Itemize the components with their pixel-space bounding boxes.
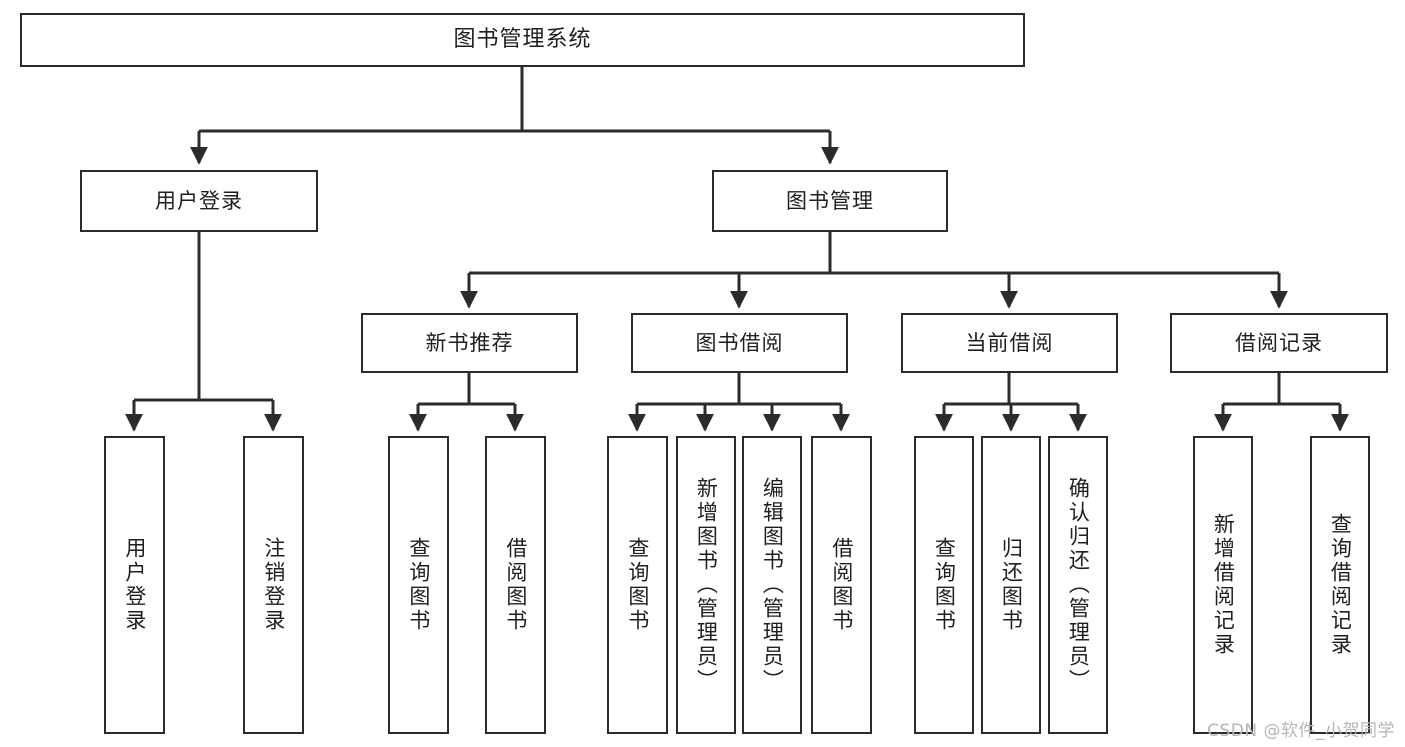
node-leaf-record-query-record[interactable]: 查询借阅记录: [1310, 436, 1370, 734]
node-label: 查询图书: [932, 537, 957, 633]
node-root-book-management-system[interactable]: 图书管理系统: [20, 13, 1025, 67]
node-label: 编辑图书（管理员）: [760, 477, 785, 693]
node-leaf-current-return-book[interactable]: 归还图书: [981, 436, 1041, 734]
node-label: 借阅图书: [829, 537, 854, 633]
node-label: 借阅记录: [1235, 330, 1323, 355]
node-label: 新增图书（管理员）: [694, 477, 719, 693]
node-new-book-recommend[interactable]: 新书推荐: [361, 313, 578, 373]
node-leaf-borrow-borrow-book[interactable]: 借阅图书: [811, 436, 872, 734]
node-leaf-current-confirm-return[interactable]: 确认归还（管理员）: [1048, 436, 1108, 734]
node-book-borrow[interactable]: 图书借阅: [631, 313, 848, 373]
node-book-management[interactable]: 图书管理: [712, 170, 948, 232]
node-leaf-borrow-add-book[interactable]: 新增图书（管理员）: [676, 436, 736, 734]
node-borrow-record[interactable]: 借阅记录: [1170, 313, 1388, 373]
node-label: 查询借阅记录: [1328, 513, 1353, 657]
node-label: 新增借阅记录: [1211, 513, 1236, 657]
node-label: 确认归还（管理员）: [1066, 477, 1091, 693]
node-user-login[interactable]: 用户登录: [80, 170, 318, 232]
node-label: 借阅图书: [503, 537, 528, 633]
node-label: 当前借阅: [965, 330, 1054, 355]
node-label: 注销登录: [261, 537, 286, 633]
node-label: 用户登录: [122, 537, 147, 633]
node-label: 新书推荐: [425, 330, 514, 355]
node-leaf-borrow-edit-book[interactable]: 编辑图书（管理员）: [742, 436, 802, 734]
node-current-borrow[interactable]: 当前借阅: [901, 313, 1118, 373]
node-leaf-record-add-record[interactable]: 新增借阅记录: [1193, 436, 1253, 734]
node-label: 图书借阅: [695, 330, 784, 355]
node-label: 查询图书: [625, 537, 650, 633]
node-leaf-recommend-query-book[interactable]: 查询图书: [388, 436, 449, 734]
node-leaf-current-query-book[interactable]: 查询图书: [914, 436, 974, 734]
node-label: 图书管理: [786, 188, 874, 213]
node-label: 用户登录: [155, 188, 243, 213]
node-leaf-user-login[interactable]: 用户登录: [104, 436, 165, 734]
watermark: CSDN @软件_小贺同学: [1207, 721, 1395, 741]
node-leaf-recommend-borrow-book[interactable]: 借阅图书: [485, 436, 546, 734]
node-leaf-user-logout[interactable]: 注销登录: [243, 436, 304, 734]
node-label: 归还图书: [999, 537, 1024, 633]
node-label: 图书管理系统: [453, 27, 592, 53]
node-label: 查询图书: [406, 537, 431, 633]
node-leaf-borrow-query-book[interactable]: 查询图书: [607, 436, 668, 734]
